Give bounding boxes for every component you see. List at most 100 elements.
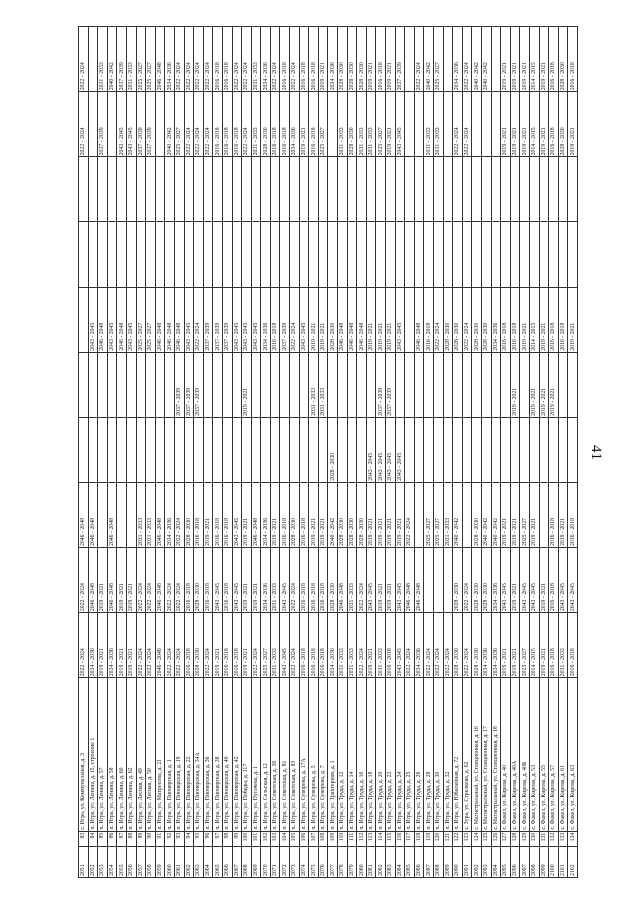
table-cell [510,156,520,222]
table-cell: 2016 - 2018 [567,612,578,678]
table-cell [491,417,501,483]
table-cell [251,352,261,418]
table-cell: с. Магистральный, ул. Станционная, д. 16 [471,677,482,832]
table-cell [481,156,492,222]
table-cell: 2019 - 2021 [385,91,396,157]
table-cell [337,352,348,418]
table-cell [222,156,232,222]
table-cell: 2031 - 2033 [270,547,280,613]
table-cell: 2097 [519,846,530,878]
table-cell: 2016 - 2018 [318,612,328,678]
table-cell [97,482,108,548]
table-cell [299,156,309,222]
table-cell [279,221,290,288]
table-cell [116,417,127,483]
table-cell [107,417,117,483]
table-cell: 2031 - 2033 [347,547,357,613]
table-cell: 2028 - 2030 [260,91,271,157]
table-cell: 2022 - 2024 [241,91,252,157]
table-cell: п. Игра, ул. Сельская, д. 12 [260,677,271,832]
table-cell: 2022 - 2024 [289,547,300,613]
table-cell: 2034 - 2036 [289,91,300,157]
table-cell [318,417,328,483]
table-cell: 2034 - 2036 [327,612,338,678]
table-cell: 2031 - 2033 [337,612,348,678]
table-cell: 2072 [279,846,290,878]
table-cell: 2069 [251,846,261,878]
table-cell: 130 [529,831,539,847]
table-cell: 2078 [337,846,348,878]
table-cell: 2040 - 2042 [327,482,338,548]
table-cell: 2046 - 2048 [404,547,415,613]
table-cell: 2083 [385,846,396,878]
table-cell: 2073 [289,846,300,878]
table-cell: 2022 - 2024 [433,287,444,353]
table-cell: 99 [232,831,242,847]
table-cell [136,156,146,222]
table-cell [116,482,127,548]
table-cell: 2040 - 2042 [491,482,501,548]
table-cell [299,221,309,288]
table-cell: 2022 - 2024 [462,612,472,678]
table-cell: 2019 - 2021 [519,91,530,157]
table-cell: п. Игра, ул. Труда, д. 32 [443,677,453,832]
table-cell: 2019 - 2021 [548,352,559,418]
table-cell [404,417,415,483]
table-cell: 2034 - 2036 [260,482,271,548]
table-cell: 2022 - 2024 [164,547,175,613]
table-cell [462,221,472,288]
table-cell: 2019 - 2021 [500,91,511,157]
table-cell: 2019 - 2021 [318,482,328,548]
table-cell: 2019 - 2021 [318,287,328,353]
table-cell: 2022 - 2024 [404,612,415,678]
table-cell: 93 [174,831,185,847]
table-cell: 2040 - 2042 [107,26,117,92]
table-cell: 2025 - 2027 [519,612,530,678]
table-cell: 2019 - 2021 [567,91,578,157]
table-cell [327,352,338,418]
table-cell: 2043 - 2045 [366,417,376,483]
table-cell [452,156,463,222]
table-cell: 2028 - 2030 [452,287,463,353]
table-cell: 2043 - 2045 [116,91,127,157]
table-cell: 2052 [88,846,98,878]
table-cell: 113 [366,831,376,847]
table-cell: п. Игра, ул. Пионерская, д. 42 [232,677,242,832]
table-cell: 2102 [567,846,578,878]
table-cell [404,91,415,157]
table-cell: 2046 - 2048 [347,287,357,353]
table-cell [433,156,444,222]
table-cell [260,417,271,483]
table-cell: 2034 - 2036 [327,26,338,92]
table-cell: 2019 - 2021 [375,482,386,548]
table-cell: п. Игра, ул. Суворова, д. 17А [299,677,309,832]
table-cell [155,156,165,222]
table-cell: 2016 - 2018 [308,612,319,678]
table-cell: с. Игра, ул. Коммунальная, д. 3 [78,677,89,832]
table-cell [126,417,137,483]
table-cell [88,156,98,222]
table-cell [337,156,348,222]
table-cell [443,26,453,92]
table-cell: 132 [548,831,559,847]
table-cell [423,417,434,483]
table-cell: 2016 - 2018 [193,482,204,548]
table-cell [395,156,405,222]
table-cell: 2043 - 2045 [232,287,242,353]
table-cell [88,417,98,483]
table-cell: 126 [491,831,501,847]
table-cell: 94 [184,831,194,847]
table-cell: 2016 - 2018 [548,612,559,678]
table-cell [414,221,424,288]
table-cell: 2031 - 2033 [433,91,444,157]
table-cell: 2022 - 2024 [193,26,204,92]
table-cell [174,156,185,222]
table-cell: 106 [299,831,309,847]
table-cell [539,156,549,222]
table-cell [145,417,156,483]
table-cell: 2014 - 2015 [529,91,539,157]
table-cell [289,352,300,418]
